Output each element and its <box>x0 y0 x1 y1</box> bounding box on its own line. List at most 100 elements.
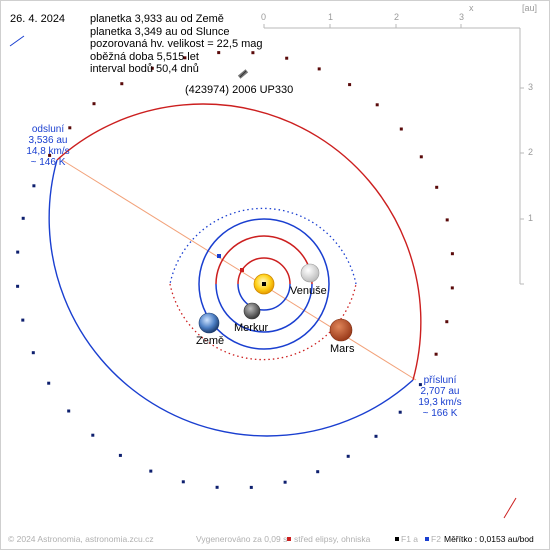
x-axis-label: x <box>469 3 474 13</box>
y-tick-label-3: 3 <box>528 82 534 92</box>
perihelion-info: přísluní 2,707 au 19,3 km/s ~ 166 K <box>410 375 470 419</box>
legend-f1-swatch <box>395 537 399 541</box>
orbit-point <box>120 82 124 86</box>
orbit-point <box>398 410 402 414</box>
orbit-point <box>68 126 72 130</box>
mars-orbit-lower <box>169 283 357 361</box>
orbit-point <box>374 434 378 438</box>
date-label: 26. 4. 2024 <box>10 13 66 25</box>
mercury-orbit-red <box>237 257 291 285</box>
focus-f1-marker <box>262 282 266 286</box>
aphelion-distance: 3,536 au <box>28 135 68 146</box>
legend-center-text: střed elipsy, ohniska <box>294 534 371 544</box>
mars-label: Mars <box>330 343 355 355</box>
x-tick-label-3: 3 <box>459 12 465 22</box>
orbit-point <box>435 185 439 189</box>
mercury-label: Merkur <box>234 322 269 334</box>
orbit-point <box>31 351 35 355</box>
y-tick-label-1: 1 <box>528 213 534 223</box>
asteroid-orbit-red <box>56 103 422 381</box>
orbit-point <box>48 153 52 157</box>
orbit-point <box>21 216 25 220</box>
orbit-point <box>183 56 187 60</box>
focus-f2-marker <box>217 254 221 258</box>
copyright-text: © 2024 Astronomia, astronomia.zcu.cz <box>8 534 154 544</box>
orbit-point <box>32 184 36 188</box>
asteroid-marker-line <box>239 70 247 78</box>
mars-planet <box>329 318 353 342</box>
mercury-orbit-blue <box>237 283 291 311</box>
orbit-point <box>215 485 219 489</box>
axes <box>263 24 524 285</box>
direction-mark-bottom-right <box>503 497 517 519</box>
asteroid-orbit-blue <box>48 159 414 437</box>
orbit-point <box>118 453 122 457</box>
legend-f1-text: F1 a <box>401 534 419 544</box>
orbit-point <box>149 469 153 473</box>
orbit-point <box>285 56 289 60</box>
x-tick-label-2: 2 <box>394 12 400 22</box>
venus-orbit-blue <box>215 283 313 333</box>
orbit-point <box>419 155 423 159</box>
venus-planet <box>300 263 320 283</box>
orbit-point <box>16 284 20 288</box>
earth-orbit <box>198 218 330 350</box>
orbit-point <box>445 320 449 324</box>
scale-text: Měřítko : 0,0153 au/bod <box>444 534 534 544</box>
x-tick-label-1: 1 <box>328 12 334 22</box>
orbit-point-markers <box>16 51 454 489</box>
earth-planet <box>198 312 220 334</box>
orbit-point <box>251 51 255 55</box>
orbit-point <box>445 218 449 222</box>
perihelion-temp: ~ 166 K <box>422 408 458 419</box>
legend-f2-text: F2 <box>431 534 441 544</box>
orbit-point <box>348 83 352 87</box>
mercury-planet <box>243 302 261 320</box>
aphelion-info: odsluní 3,536 au 14,8 km/s ~ 146 K <box>18 124 78 168</box>
orbit-point <box>249 485 253 489</box>
perihelion-distance: 2,707 au <box>420 386 460 397</box>
perihelion-speed: 19,3 km/s <box>418 397 462 408</box>
orbit-point <box>47 381 51 385</box>
orbit-point <box>317 67 321 71</box>
orbit-point <box>217 51 221 55</box>
orbit-point <box>316 470 320 474</box>
venus-orbit-red <box>215 235 313 285</box>
venus-label: Venuše <box>290 285 327 297</box>
orbit-point <box>92 102 96 106</box>
info-line-1: planetka 3,933 au od Země <box>90 13 224 25</box>
orbit-point <box>181 480 185 484</box>
orbit-point <box>150 66 154 70</box>
orbit-point <box>450 252 454 256</box>
asteroid-name-label: (423974) 2006 UP330 <box>185 84 294 96</box>
ellipse-center-marker <box>240 268 244 272</box>
aphelion-title: odsluní <box>31 124 65 135</box>
orbit-point <box>375 103 379 107</box>
info-line-5: interval bodů 50,4 dnů <box>90 63 199 75</box>
orbit-point <box>91 433 95 437</box>
earth-label: Země <box>196 335 225 347</box>
perihelion-title: přísluní <box>423 375 457 386</box>
orbit-point <box>21 318 25 322</box>
legend-f2-swatch <box>425 537 429 541</box>
apsis-line <box>61 159 417 381</box>
info-line-2: planetka 3,349 au od Slunce <box>90 25 230 38</box>
unit-label: [au] <box>522 3 538 13</box>
orbit-point <box>399 127 403 131</box>
orbit-point <box>450 286 454 290</box>
orbit-point <box>418 383 422 387</box>
direction-mark-top-left <box>9 35 25 47</box>
info-line-3: pozorovaná hv. velikost = 22,5 mag <box>90 38 263 50</box>
mars-orbit-upper <box>169 207 357 285</box>
orbit-point <box>434 352 438 356</box>
x-tick-label-0: 0 <box>261 12 267 22</box>
info-line-4: oběžná doba 5,515 let <box>90 50 199 63</box>
orbit-point <box>283 480 287 484</box>
orbit-point <box>67 409 71 413</box>
aphelion-speed: 14,8 km/s <box>26 146 70 157</box>
generated-text: Vygenerováno za 0,09 s <box>196 534 288 544</box>
orbit-point <box>346 454 350 458</box>
